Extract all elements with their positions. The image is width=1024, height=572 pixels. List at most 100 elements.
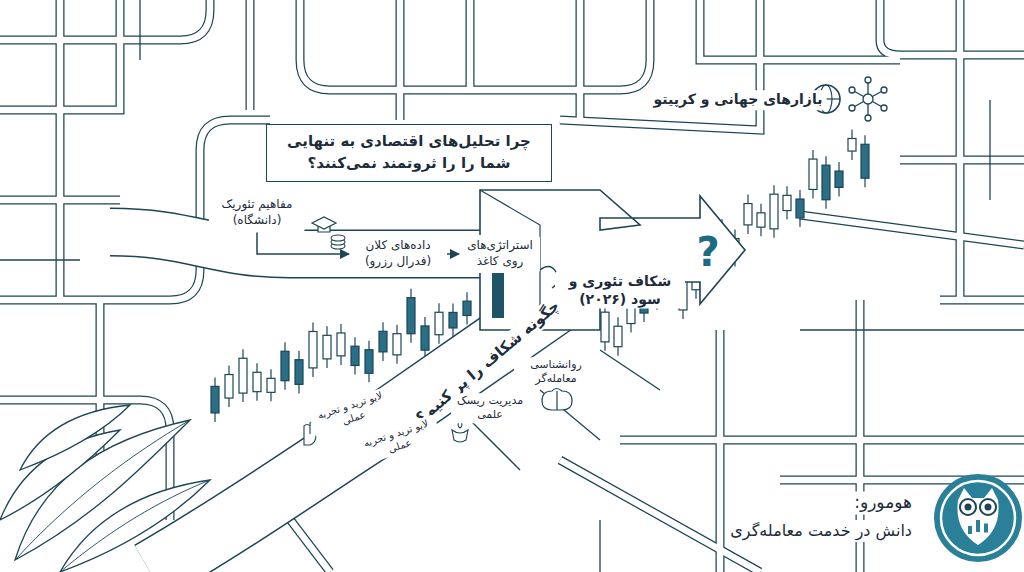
street-edge — [576, 0, 585, 120]
logo-candle — [968, 526, 972, 534]
street-edge — [880, 0, 1024, 55]
candle-body — [601, 312, 609, 342]
candle-body — [809, 159, 817, 189]
candle-body — [225, 375, 233, 399]
candle-body — [351, 346, 359, 365]
candle-body — [783, 195, 791, 210]
street-edge — [560, 460, 760, 572]
flow-arrow — [447, 253, 459, 255]
network-dot — [881, 105, 887, 111]
leaves — [0, 405, 210, 572]
street-surface — [397, 0, 404, 120]
owl-logo — [934, 474, 1022, 562]
street-surface — [700, 0, 900, 60]
candle-body — [337, 333, 345, 356]
owl-eye — [960, 499, 976, 515]
street-surface — [300, 0, 650, 90]
street-surface — [560, 460, 760, 572]
candle-body — [253, 372, 261, 391]
street-surface — [560, 0, 760, 130]
thin-street — [599, 520, 600, 572]
street-edge — [0, 196, 120, 205]
brain-icon — [542, 389, 572, 411]
candle-body — [848, 139, 856, 152]
question-mark: ? — [692, 226, 723, 278]
road-label-box: استراتژی‌های روی کاغذ — [460, 235, 540, 272]
street-surface — [0, 0, 210, 40]
candle-body — [267, 378, 275, 392]
logo-candle — [976, 520, 980, 532]
owl-pupil — [965, 504, 972, 511]
candle-body — [770, 194, 778, 229]
accent-bar — [492, 268, 504, 318]
node-text: داده‌های کلان (فدرال رزرو) — [354, 238, 442, 269]
street-edge — [246, 0, 255, 110]
logo-candle — [984, 524, 988, 533]
candle-body — [393, 334, 401, 355]
network-dot — [863, 94, 873, 104]
brand-text: دانش در خدمت معامله‌گری — [726, 520, 916, 542]
map-label: شکاف تئوری و سود (۲۰۲۶) — [555, 272, 685, 309]
street-surface — [940, 297, 1024, 304]
branch-road — [470, 420, 520, 470]
street-edge — [716, 330, 725, 572]
street-surface — [880, 0, 1024, 55]
candle-body — [835, 171, 843, 187]
candle-body — [744, 204, 752, 225]
street-edge — [396, 0, 405, 120]
street-surface — [800, 215, 1024, 245]
candle-body — [463, 301, 471, 315]
candle-body — [211, 386, 219, 413]
owl-eye — [980, 499, 996, 515]
street-surface — [957, 0, 964, 300]
road-label-box: مفاهیم تئوریک (دانشگاه) — [209, 194, 305, 231]
candle-body — [861, 144, 869, 178]
street-edge — [900, 156, 1024, 165]
map-label: مدیریت ریسک علمی — [451, 393, 529, 423]
branch-road — [600, 350, 660, 390]
candle-body — [757, 213, 765, 227]
road-label-box: داده‌های کلان (فدرال رزرو) — [350, 235, 446, 272]
owl-pupil — [985, 504, 992, 511]
leaf — [60, 480, 210, 572]
street-edge — [466, 0, 475, 90]
street-edge — [620, 436, 1024, 445]
candle-body — [281, 351, 289, 380]
logo-ring — [941, 481, 1015, 555]
street-surface — [620, 437, 1024, 444]
candle-body — [614, 326, 622, 346]
street-surface — [717, 330, 724, 572]
street-edge — [956, 0, 965, 300]
candle-body — [435, 312, 443, 334]
street-surface — [247, 0, 254, 110]
shield-icon — [452, 420, 468, 442]
node-text: استراتژی‌های روی کاغذ — [464, 238, 536, 269]
candle-body — [239, 358, 247, 393]
candle-body — [822, 165, 830, 200]
street-edge — [800, 215, 1024, 245]
brand-text: هومورو: — [850, 491, 916, 514]
candle-body — [407, 298, 415, 334]
street-edge — [0, 0, 210, 40]
candle-body — [323, 335, 331, 359]
thin-street — [800, 329, 1024, 330]
node-text: مفاهیم تئوریک (دانشگاه) — [213, 197, 301, 228]
street-surface — [467, 0, 474, 90]
candle-body — [379, 331, 387, 352]
title-box: چرا تحلیل‌های اقتصادی به تنهایی شما را ر… — [266, 124, 552, 182]
flow-arrow — [257, 233, 349, 254]
logo-disc — [934, 474, 1022, 562]
street-edge — [560, 0, 760, 130]
street-edge — [940, 296, 1024, 305]
map-label: بازارهای جهانی و کرپیتو — [650, 90, 827, 110]
candle-body — [421, 326, 429, 350]
candle-body — [365, 350, 373, 374]
owl-body — [957, 488, 998, 545]
candle-body — [796, 199, 804, 218]
thin-street — [139, 0, 140, 60]
network-dot — [849, 87, 855, 93]
